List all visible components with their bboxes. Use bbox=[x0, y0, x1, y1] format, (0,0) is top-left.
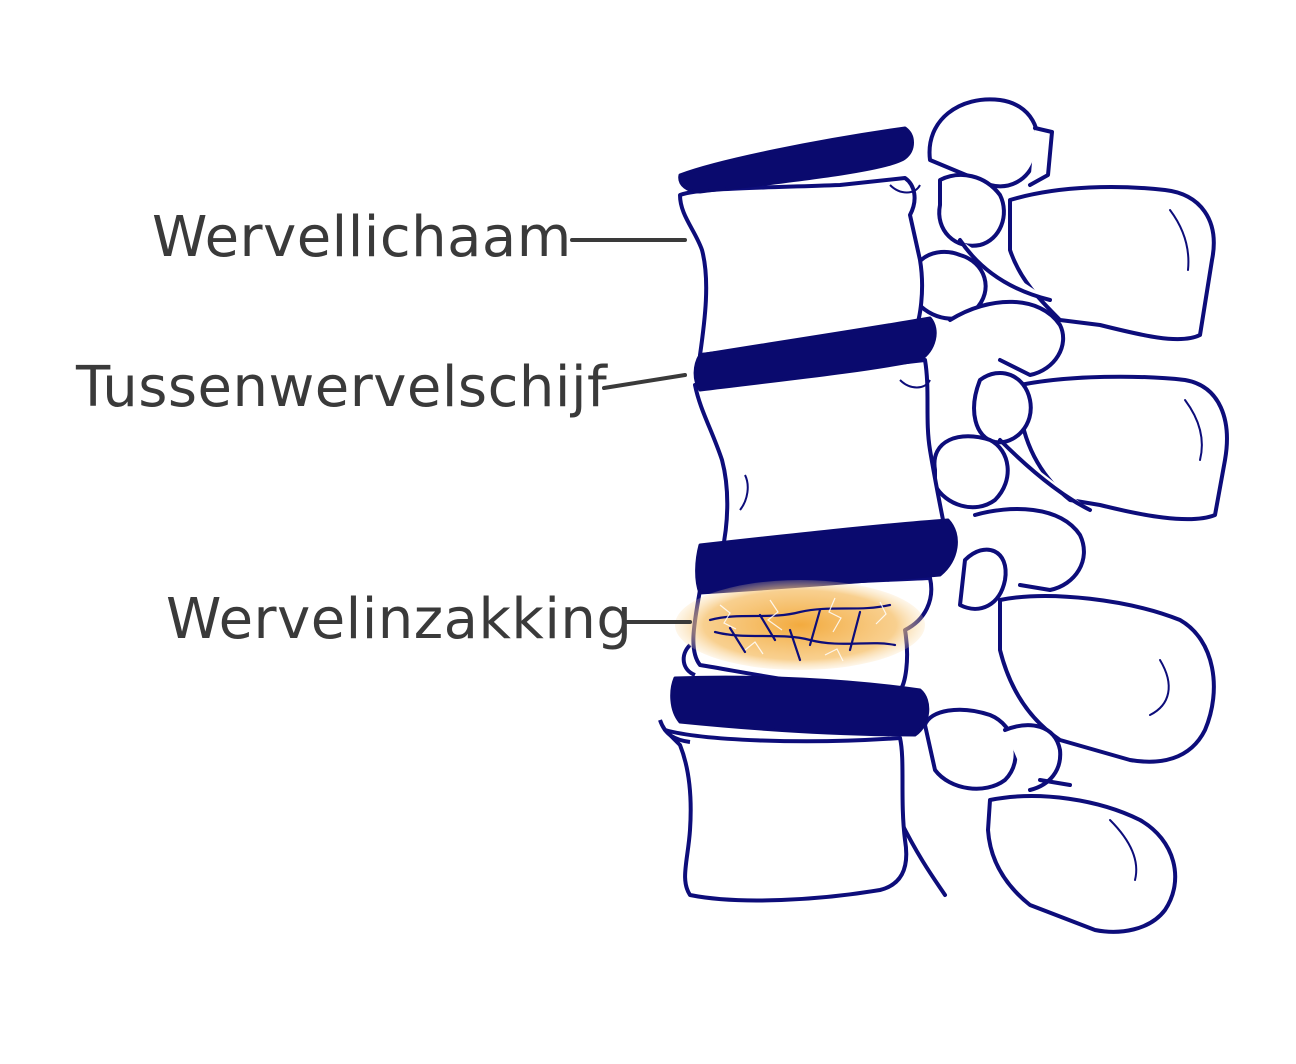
articular-process-mid bbox=[911, 249, 988, 321]
posterior-elements bbox=[898, 97, 1229, 934]
spinous-process-2 bbox=[1018, 374, 1229, 522]
disc-2 bbox=[693, 316, 937, 392]
intervertebral-discs bbox=[670, 126, 958, 737]
leader-lines bbox=[570, 238, 692, 624]
label-intervertebral-disc: Tussenwervelschijf bbox=[76, 355, 608, 420]
fracture-area bbox=[675, 580, 925, 670]
articular-process-bottom bbox=[923, 707, 1018, 791]
disc-1 bbox=[678, 126, 914, 194]
articular-process-low bbox=[932, 434, 1010, 510]
label-vertebral-body: Wervellichaam bbox=[152, 205, 572, 270]
spinous-process-1 bbox=[1008, 185, 1216, 342]
disc-3 bbox=[695, 518, 958, 595]
label-vertebral-fracture: Wervelinzakking bbox=[166, 587, 633, 652]
disc-4 bbox=[670, 675, 930, 737]
spinous-process-4 bbox=[986, 794, 1178, 934]
superior-process-top bbox=[927, 97, 1041, 189]
leader-line-disc bbox=[602, 373, 687, 390]
vertebral-body-4 bbox=[663, 728, 909, 903]
spinous-process-3 bbox=[998, 594, 1216, 764]
